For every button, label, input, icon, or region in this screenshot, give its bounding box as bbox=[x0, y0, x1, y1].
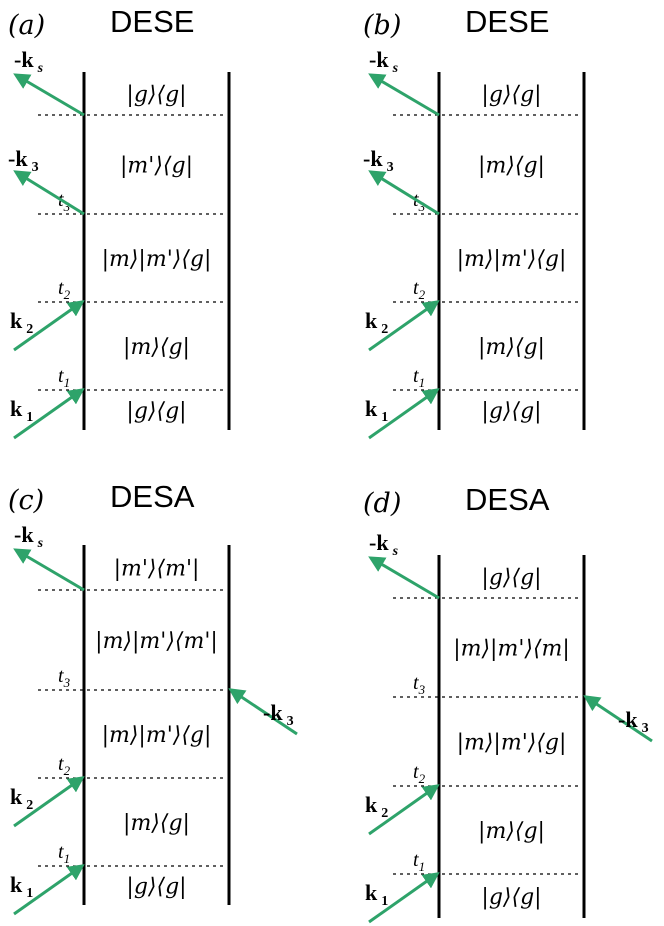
panel-title: DESA bbox=[465, 482, 550, 517]
time-label: t1 bbox=[58, 841, 70, 866]
time-label: t2 bbox=[413, 277, 426, 302]
time-label: t2 bbox=[58, 277, 71, 302]
field-arrow bbox=[583, 695, 653, 743]
panel-label: (b) bbox=[363, 10, 401, 41]
density-state: |m⟩|m'⟩⟨g| bbox=[457, 731, 567, 756]
time-label: t1 bbox=[58, 365, 70, 390]
field-arrow bbox=[13, 300, 85, 352]
field-arrow bbox=[368, 872, 440, 924]
field-arrow bbox=[13, 73, 85, 117]
field-arrow bbox=[13, 388, 85, 440]
field-arrow bbox=[368, 388, 440, 440]
density-state: |m⟩⟨g| bbox=[123, 335, 190, 360]
time-label: t3 bbox=[413, 672, 426, 697]
density-state: |m⟩|m'⟩⟨g| bbox=[102, 247, 212, 272]
density-state: |g⟩⟨g| bbox=[481, 399, 541, 424]
panel-title: DESE bbox=[465, 4, 549, 39]
field-arrow bbox=[368, 784, 440, 836]
panel-c: (c) DESA |m'⟩⟨m'| |m⟩|m'⟩⟨m'| |m⟩|m'⟩⟨g| |m⟩⟨… bbox=[8, 479, 298, 916]
time-label: t3 bbox=[58, 665, 71, 690]
time-label: t1 bbox=[413, 849, 425, 874]
density-state: |m⟩|m'⟩⟨g| bbox=[102, 723, 212, 748]
density-state: |g⟩⟨g| bbox=[481, 885, 541, 910]
field-arrow bbox=[368, 170, 440, 216]
density-state: |g⟩⟨g| bbox=[481, 566, 541, 591]
density-state: |m⟩⟨g| bbox=[478, 154, 545, 179]
field-arrow bbox=[368, 300, 440, 352]
panel-title: DESA bbox=[110, 479, 195, 514]
field-arrow bbox=[13, 864, 85, 916]
density-state: |g⟩⟨g| bbox=[481, 83, 541, 108]
density-state: |m⟩|m'⟩⟨g| bbox=[457, 247, 567, 272]
field-arrow bbox=[368, 73, 440, 117]
panel-d: (d) DESA |g⟩⟨g| |m⟩|m'⟩⟨m| |m⟩|m'⟩⟨g| |m⟩⟨g| |… bbox=[363, 482, 653, 924]
panel-b: (b) DESE |g⟩⟨g| |m⟩⟨g| |m⟩|m'⟩⟨g| |m⟩⟨g| |g⟩⟨g… bbox=[363, 4, 586, 440]
density-state: |g⟩⟨g| bbox=[126, 875, 186, 900]
field-arrow bbox=[228, 688, 298, 736]
field-arrow bbox=[13, 548, 85, 592]
density-state: |m⟩⟨g| bbox=[478, 335, 545, 360]
density-state: |m⟩|m'⟩⟨m| bbox=[453, 637, 570, 662]
panel-label: (a) bbox=[8, 10, 45, 41]
panel-label: (c) bbox=[8, 485, 44, 516]
density-state: |m'⟩⟨m'| bbox=[114, 557, 200, 582]
time-label: t1 bbox=[413, 365, 425, 390]
field-arrow bbox=[368, 556, 440, 600]
field-arrow bbox=[13, 776, 85, 828]
panel-label: (d) bbox=[363, 488, 401, 519]
density-state: |g⟩⟨g| bbox=[126, 399, 186, 424]
time-label: t2 bbox=[413, 761, 426, 786]
panel-a: (a) DESE |g⟩⟨g| |m'⟩⟨g| |m⟩|m'⟩⟨g| |m⟩⟨g| |g⟩⟨… bbox=[8, 4, 231, 440]
density-state: |m⟩⟨g| bbox=[123, 811, 190, 836]
field-arrow bbox=[13, 170, 85, 216]
density-state: |m'⟩⟨g| bbox=[120, 154, 193, 179]
density-state: |m⟩|m'⟩⟨m'| bbox=[95, 629, 218, 654]
panel-title: DESE bbox=[110, 4, 194, 39]
density-state: |m⟩⟨g| bbox=[478, 819, 545, 844]
density-state: |g⟩⟨g| bbox=[126, 83, 186, 108]
time-label: t2 bbox=[58, 753, 71, 778]
